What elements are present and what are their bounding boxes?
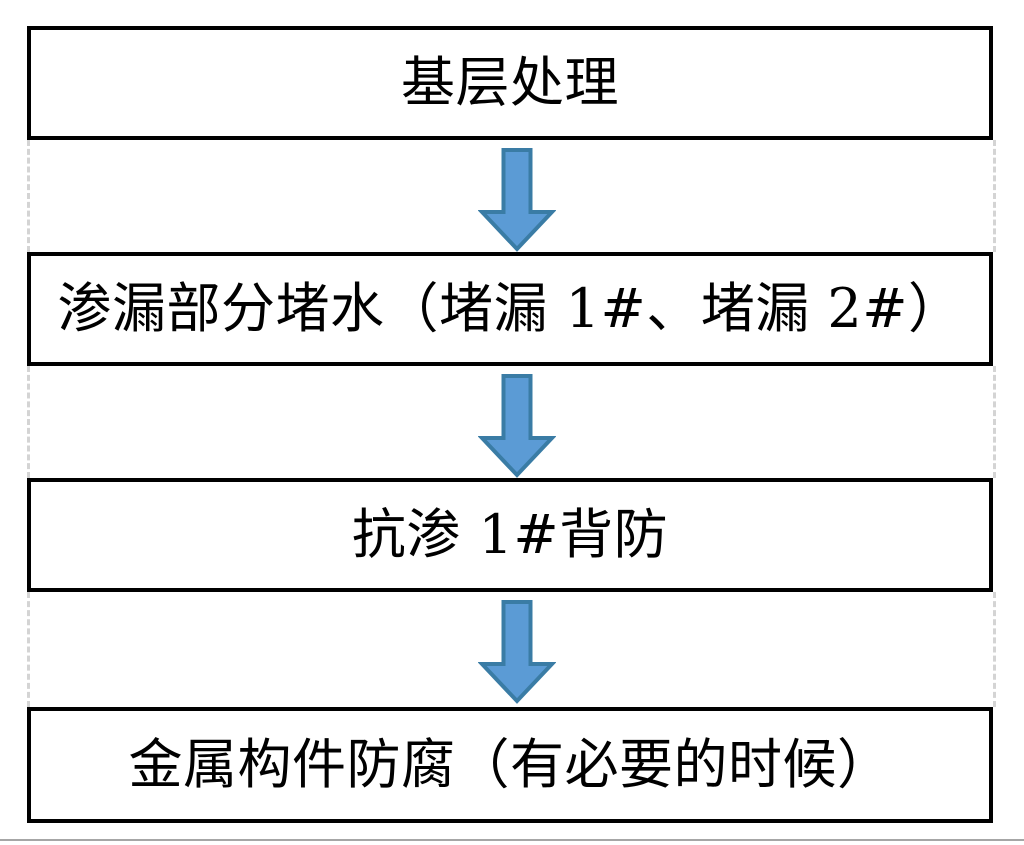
- guide-rail-right: [993, 592, 996, 707]
- guide-rail-right: [993, 140, 996, 252]
- flowchart-node-step-4: 金属构件防腐（有必要的时候）: [27, 707, 993, 823]
- down-arrow-icon: [478, 148, 556, 252]
- page-bottom-divider: [0, 839, 1024, 841]
- down-arrow-icon: [478, 374, 556, 478]
- flowchart-node-label: 金属构件防腐（有必要的时候）: [128, 733, 892, 797]
- flowchart-node-label: 基层处理: [401, 51, 619, 115]
- guide-rail-left: [27, 140, 30, 252]
- flowchart-node-label: 抗渗 1#背防: [351, 503, 669, 567]
- guide-rail-left: [27, 366, 30, 478]
- guide-rail-right: [993, 366, 996, 478]
- down-arrow-icon: [478, 600, 556, 704]
- guide-rail-left: [27, 592, 30, 707]
- flowchart-node-step-3: 抗渗 1#背防: [27, 478, 993, 592]
- flowchart-node-step-1: 基层处理: [27, 26, 993, 140]
- flowchart-node-step-2: 渗漏部分堵水（堵漏 1#、堵漏 2#）: [27, 252, 993, 366]
- flowchart-node-label: 渗漏部分堵水（堵漏 1#、堵漏 2#）: [57, 277, 963, 341]
